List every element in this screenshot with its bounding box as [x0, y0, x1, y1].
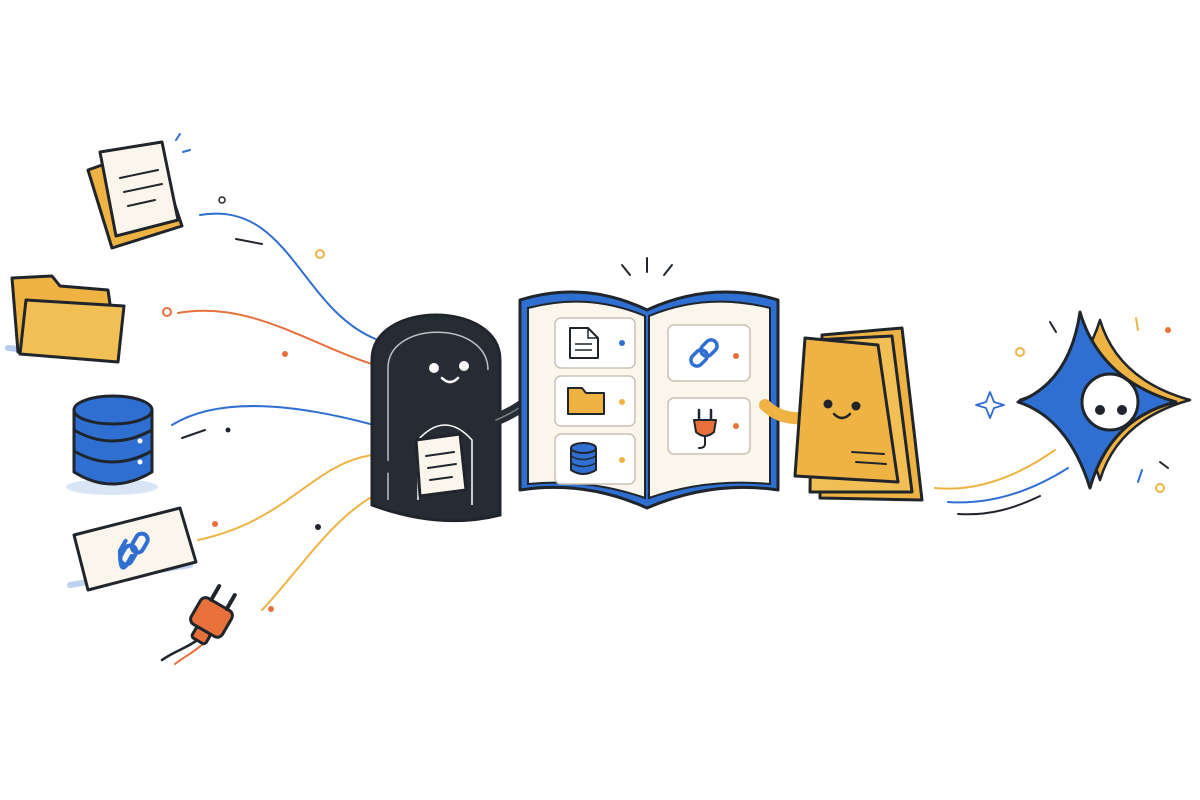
link-icon [117, 531, 150, 570]
catalog-entry-plug [667, 397, 751, 455]
flow-line-database [171, 405, 375, 426]
flow-line-star-2 [947, 467, 1069, 504]
flow-line-star-3 [957, 495, 1041, 516]
four-point-star-character [1016, 310, 1192, 490]
dark-blob-outline [387, 331, 489, 500]
database-shadow [66, 479, 158, 495]
dark-blob-left-arm [375, 455, 419, 476]
sparkle-dots [162, 133, 1171, 612]
catalog-entry-document [554, 317, 636, 369]
flow-line-folder [177, 309, 376, 366]
database-icon [570, 442, 597, 475]
database-source [66, 394, 158, 495]
flow-line-dash-1 [235, 238, 263, 245]
flow-line-link [197, 454, 373, 541]
flow-lines [171, 212, 379, 611]
shine-marks [175, 133, 191, 153]
plug-cable [160, 636, 202, 662]
dot [268, 606, 274, 612]
flow-line-star-1 [934, 449, 1056, 490]
dot [315, 524, 321, 530]
status-dot [733, 353, 739, 359]
dot [225, 427, 231, 433]
catalog-entry-database [554, 433, 636, 485]
flow-lines-to-star [934, 449, 1069, 516]
link-source [67, 506, 198, 592]
book-shine [621, 257, 673, 276]
dot [1165, 327, 1171, 333]
dot [315, 249, 325, 259]
smile [440, 376, 460, 384]
right-eye [851, 401, 861, 411]
plug-icon [693, 408, 717, 449]
database-icon [72, 394, 154, 486]
star-shine-marks [1049, 317, 1169, 483]
document-source [86, 140, 184, 250]
plug-icon [189, 584, 237, 646]
booklet-front-page [793, 336, 900, 484]
folder-icon [567, 387, 605, 415]
yellow-booklet-character [759, 326, 924, 502]
held-document-icon [414, 432, 468, 498]
star-face [1080, 372, 1140, 432]
status-dot [619, 340, 625, 346]
sparkle-icon [975, 391, 1005, 419]
dot [162, 307, 172, 317]
status-dot [619, 457, 625, 463]
dark-blob-character [370, 313, 541, 523]
dot [1015, 347, 1025, 357]
dot [212, 521, 218, 527]
right-eye [459, 361, 469, 371]
catalog-entry-folder [554, 375, 636, 427]
plug-source [160, 584, 237, 665]
status-dot [619, 399, 625, 405]
left-eye [429, 363, 439, 373]
link-icon [689, 338, 719, 368]
catalog-book [518, 257, 780, 510]
dot [1155, 483, 1165, 493]
left-eye [823, 399, 833, 409]
flow-line-plug [261, 494, 376, 611]
document-icon [569, 327, 599, 359]
left-eye [1095, 405, 1105, 415]
right-eye [1117, 405, 1127, 415]
flow-line-document [199, 212, 379, 341]
dot [282, 351, 288, 357]
folder-source [5, 274, 126, 364]
status-dot [733, 423, 739, 429]
catalog-entry-link [667, 324, 751, 382]
smile [832, 412, 852, 420]
dot [218, 196, 226, 204]
flow-line-dash-2 [181, 429, 206, 439]
